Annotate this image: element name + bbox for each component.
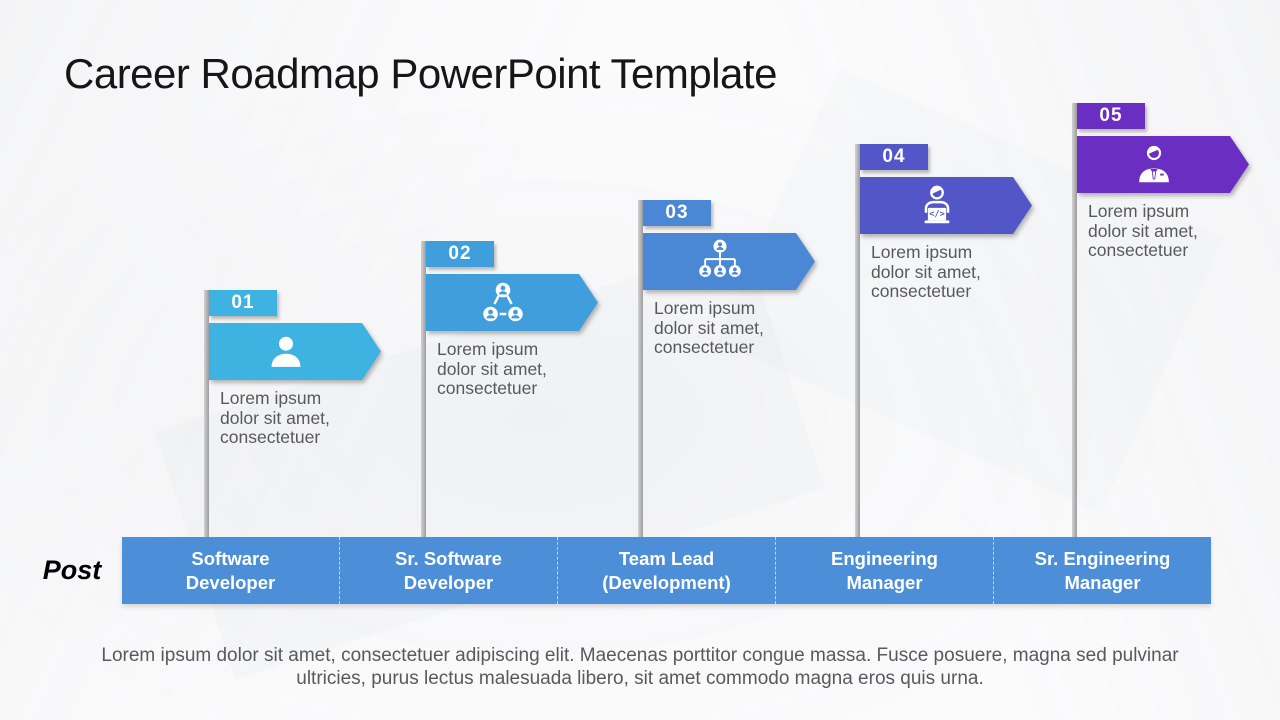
post-bar: Software Developer Sr. Software Develope… — [122, 537, 1211, 604]
org-chart-icon — [643, 239, 796, 285]
milestone-arrow: </> — [860, 177, 1032, 234]
milestone-pole — [855, 144, 860, 537]
milestone-arrow — [426, 274, 598, 331]
milestone-pole — [204, 290, 209, 537]
milestone-01: 01 Lorem ipsum dolor sit amet, consectet… — [204, 290, 419, 537]
milestone-description: Lorem ipsum dolor sit amet, consectetuer — [437, 339, 547, 399]
milestone-arrow — [1077, 136, 1249, 193]
milestone-description: Lorem ipsum dolor sit amet, consectetuer — [220, 388, 330, 448]
milestone-number-badge: 01 — [209, 290, 277, 316]
milestone-number-badge: 02 — [426, 241, 494, 267]
post-cell-sr-software-developer: Sr. Software Developer — [339, 537, 557, 604]
post-cell-engineering-manager: Engineering Manager — [775, 537, 993, 604]
milestone-description: Lorem ipsum dolor sit amet, consectetuer — [1088, 201, 1198, 261]
team-network-icon — [426, 280, 579, 326]
post-row-label: Post — [42, 555, 102, 585]
milestone-number-badge: 03 — [643, 200, 711, 226]
milestone-03: 03 — [638, 200, 853, 537]
milestone-description: Lorem ipsum dolor sit amet, consectetuer — [654, 298, 764, 358]
milestone-arrow — [209, 323, 381, 380]
milestone-pole — [638, 200, 643, 537]
slide-title: Career Roadmap PowerPoint Template — [64, 50, 777, 98]
milestone-arrow — [643, 233, 815, 290]
milestone-05: 05 Lorem ipsum dolor sit amet, consectet… — [1072, 103, 1280, 537]
developer-laptop-icon: </> — [860, 183, 1013, 229]
footer-text: Lorem ipsum dolor sit amet, consectetuer… — [101, 645, 1179, 690]
post-cell-software-developer: Software Developer — [185, 548, 276, 593]
milestone-pole — [421, 241, 426, 537]
milestone-description: Lorem ipsum dolor sit amet, consectetuer — [871, 242, 981, 302]
milestone-pole — [1072, 103, 1077, 537]
milestone-04: 04 </> Lorem ipsum dolor sit amet, conse… — [855, 144, 1070, 537]
milestone-02: 02 — [421, 241, 636, 537]
milestone-number-badge: 05 — [1077, 103, 1145, 129]
manager-icon — [1077, 142, 1230, 188]
person-icon — [209, 331, 362, 373]
post-cell-sr-engineering-manager: Sr. Engineering Manager — [993, 537, 1211, 604]
svg-text:</>: </> — [929, 209, 945, 219]
milestone-number-badge: 04 — [860, 144, 928, 170]
post-cell-team-lead: Team Lead (Development) — [557, 537, 775, 604]
